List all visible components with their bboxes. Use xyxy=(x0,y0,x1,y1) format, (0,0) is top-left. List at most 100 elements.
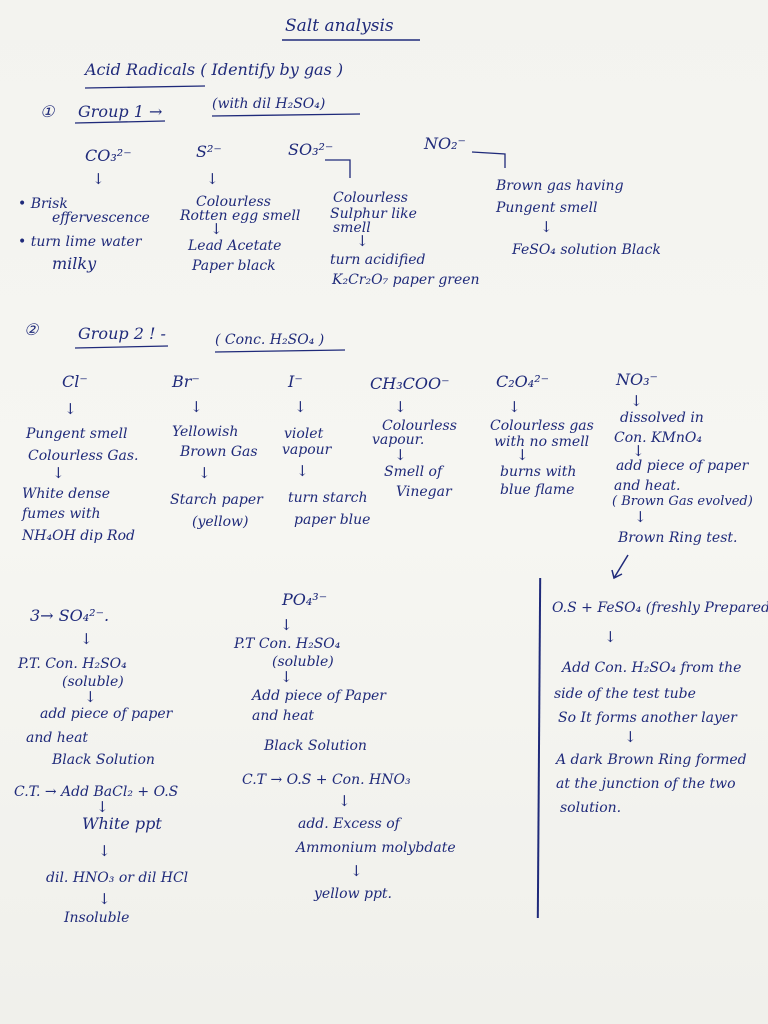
ion-phosphate: PO₄³⁻ xyxy=(282,590,328,609)
nitrate-obs-4: and heat. xyxy=(614,478,681,494)
sulphite-arrow-line xyxy=(325,159,351,178)
brown-ring-arrow xyxy=(613,554,629,579)
sulphite-obs-2: Sulphur like xyxy=(330,206,417,222)
arrow-down: ↓ xyxy=(634,508,647,526)
arrow-down: ↓ xyxy=(394,398,407,416)
arrow-down: ↓ xyxy=(394,446,407,464)
arrow-down: ↓ xyxy=(80,630,93,648)
arrow-down: ↓ xyxy=(280,668,293,686)
brown-ring-line-5: A dark Brown Ring formed xyxy=(556,752,747,768)
arrow-down: ↓ xyxy=(198,464,211,482)
oxalate-obs-2: with no smell xyxy=(494,434,590,450)
arrow-down: ↓ xyxy=(508,398,521,416)
arrow-down: ↓ xyxy=(624,728,637,746)
arrow-down: ↓ xyxy=(294,398,307,416)
nitrate-obs-6: Brown Ring test. xyxy=(618,530,738,546)
arrow-down: ↓ xyxy=(64,400,77,418)
ion-chloride: Cl⁻ xyxy=(62,372,88,391)
phosphate-ct-3: Ammonium molybdate xyxy=(296,840,456,856)
group1-number: ① xyxy=(40,102,55,121)
iodide-obs-1: violet xyxy=(284,426,324,442)
arrow-down: ↓ xyxy=(210,220,223,238)
sulphate-ct-1: C.T. → Add BaCl₂ + O.S xyxy=(14,784,179,800)
arrow-down: ↓ xyxy=(632,442,645,460)
brown-ring-line-3: side of the test tube xyxy=(554,686,696,702)
acetate-obs-4: Vinegar xyxy=(396,484,452,500)
ion-nitrate: NO₃⁻ xyxy=(616,370,658,389)
sulphite-obs-5: K₂Cr₂O₇ paper green xyxy=(332,272,480,288)
ion-sulphide: S²⁻ xyxy=(196,142,222,161)
arrow-down: ↓ xyxy=(516,446,529,464)
sulphide-obs-4: Paper black xyxy=(192,258,276,274)
bromide-obs-4: (yellow) xyxy=(192,514,249,530)
arrow-down: ↓ xyxy=(296,462,309,480)
iodide-obs-2: vapour xyxy=(282,442,332,458)
chloride-obs-4: fumes with xyxy=(22,506,101,522)
chloride-obs-3: White dense xyxy=(22,486,110,502)
oxalate-obs-3: burns with xyxy=(500,464,577,480)
arrow-down: ↓ xyxy=(206,170,219,188)
brown-ring-line-1: O.S + FeSO₄ (freshly Prepared) xyxy=(552,600,768,616)
group1-reagent: (with dil H₂SO₄) xyxy=(212,96,326,112)
phosphate-pt-3: Add piece of Paper xyxy=(252,688,386,704)
ion-sulphite: SO₃²⁻ xyxy=(288,140,334,159)
iodide-obs-3: turn starch xyxy=(288,490,368,506)
sulphite-obs-4: turn acidified xyxy=(330,252,426,268)
phosphate-ct-4: yellow ppt. xyxy=(314,886,393,902)
sulphide-obs-1: Colourless xyxy=(196,194,271,210)
carbonate-obs-2: effervescence xyxy=(52,210,150,226)
nitrite-obs-2: Pungent smell xyxy=(496,200,598,216)
arrow-down: ↓ xyxy=(52,464,65,482)
sulphate-pt-3: add piece of paper xyxy=(40,706,173,722)
group2-label: Group 2 ! - xyxy=(78,324,166,343)
nitrate-obs-3: add piece of paper xyxy=(616,458,749,474)
arrow-down: ↓ xyxy=(338,792,351,810)
group1-underline xyxy=(74,120,166,124)
bromide-obs-3: Starch paper xyxy=(170,492,263,508)
arrow-down: ↓ xyxy=(98,890,111,908)
chloride-obs-2: Colourless Gas. xyxy=(28,448,139,464)
ion-bromide: Br⁻ xyxy=(172,372,200,391)
nitrate-obs-1: dissolved in xyxy=(620,410,704,426)
phosphate-ct-2: add. Excess of xyxy=(298,816,400,832)
arrow-down: ↓ xyxy=(98,842,111,860)
nitrate-obs-5: ( Brown Gas evolved) xyxy=(612,494,753,509)
sulphate-pt-1: P.T. Con. H₂SO₄ xyxy=(18,656,127,672)
acetate-obs-2: vapour. xyxy=(372,432,425,448)
brown-ring-line-6: at the junction of the two xyxy=(556,776,736,792)
nitrite-obs-3: FeSO₄ solution Black xyxy=(512,242,661,258)
phosphate-ct-1: C.T → O.S + Con. HNO₃ xyxy=(242,772,411,788)
phosphate-pt-5: Black Solution xyxy=(264,738,367,754)
sulphate-ct-4: Insoluble xyxy=(64,910,130,926)
oxalate-obs-1: Colourless gas xyxy=(490,418,594,434)
page-title: Salt analysis xyxy=(285,16,394,36)
sulphate-pt-4: and heat xyxy=(26,730,89,746)
arrow-down: ↓ xyxy=(92,170,105,188)
ion-carbonate: CO₃²⁻ xyxy=(85,146,132,165)
group1-label: Group 1 → xyxy=(78,102,163,121)
chloride-obs-1: Pungent smell xyxy=(26,426,128,442)
sulphate-ct-2: White ppt xyxy=(82,814,162,833)
carbonate-obs-4: milky xyxy=(52,254,97,273)
group2-underline xyxy=(74,345,169,349)
oxalate-obs-4: blue flame xyxy=(500,482,575,498)
nitrite-obs-1: Brown gas having xyxy=(496,178,624,194)
group2-reagent-underline xyxy=(214,349,346,353)
arrow-down: ↓ xyxy=(350,862,363,880)
acetate-obs-3: Smell of xyxy=(384,464,443,480)
bromide-obs-2: Brown Gas xyxy=(180,444,258,460)
arrow-down: ↓ xyxy=(190,398,203,416)
brown-ring-line-2: Add Con. H₂SO₄ from the xyxy=(562,660,742,676)
arrow-down: ↓ xyxy=(630,392,643,410)
arrow-down: ↓ xyxy=(84,688,97,706)
sulphite-obs-1: Colourless xyxy=(333,190,408,206)
arrow-down: ↓ xyxy=(356,232,369,250)
acid-radicals-underline xyxy=(84,85,206,89)
sulphate-ct-3: dil. HNO₃ or dil HCl xyxy=(46,870,189,886)
ion-oxalate: C₂O₄²⁻ xyxy=(496,372,550,391)
carbonate-obs-3: • turn lime water xyxy=(18,234,142,250)
sulphide-obs-2: Rotten egg smell xyxy=(180,208,301,224)
arrow-down: ↓ xyxy=(604,628,617,646)
bromide-obs-1: Yellowish xyxy=(172,424,239,440)
